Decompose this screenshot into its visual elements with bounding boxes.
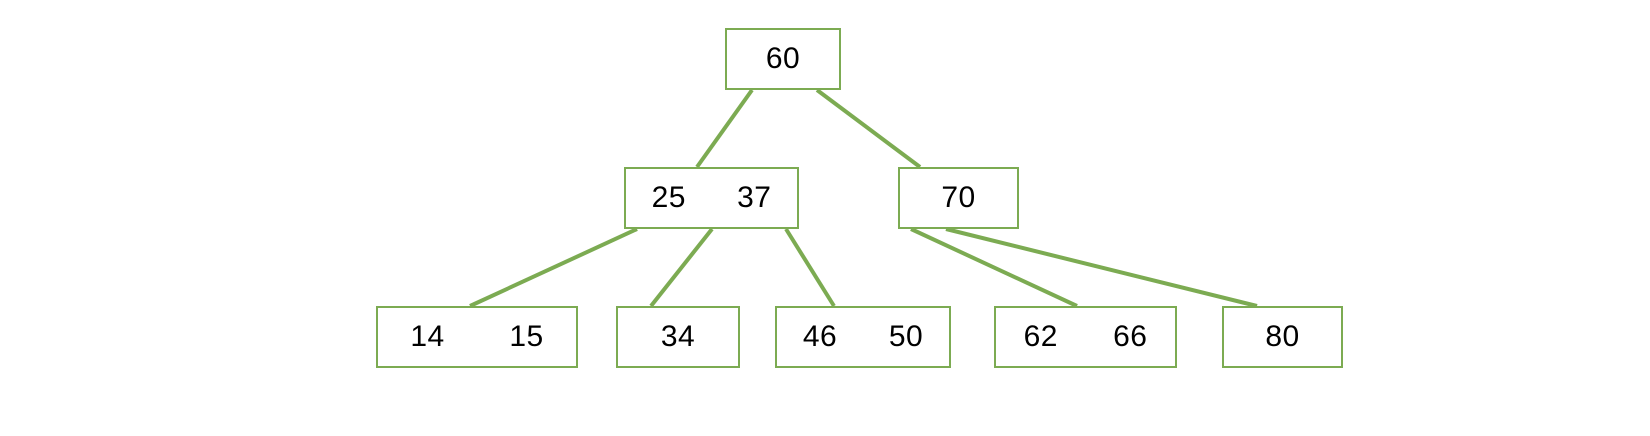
btree-node-keys: 70 (900, 169, 1017, 227)
btree-key: 46 (802, 320, 838, 353)
btree-node[interactable]: 70 (898, 167, 1019, 229)
btree-key: 70 (941, 181, 976, 214)
btree-node[interactable]: 46 50 (775, 306, 951, 368)
btree-key: 15 (509, 320, 544, 353)
btree-key: 66 (1113, 320, 1148, 353)
btree-edge (945, 227, 1258, 308)
btree-node[interactable]: 80 (1222, 306, 1343, 368)
btree-node-keys: 60 (727, 30, 839, 88)
btree-key: 25 (651, 181, 686, 214)
btree-node-keys: 25 37 (626, 169, 797, 227)
btree-key: 34 (660, 320, 696, 353)
btree-edge (784, 227, 836, 308)
btree-node-keys: 34 (618, 308, 738, 366)
btree-edge (649, 227, 714, 308)
btree-key: 80 (1265, 320, 1300, 353)
btree-node[interactable]: 60 (725, 28, 841, 90)
btree-node[interactable]: 14 15 (376, 306, 578, 368)
btree-key: 14 (410, 320, 445, 353)
btree-edge (910, 227, 1078, 308)
btree-node-keys: 46 50 (777, 308, 949, 366)
btree-key: 60 (765, 42, 801, 75)
btree-key: 37 (737, 181, 772, 214)
btree-node[interactable]: 62 66 (994, 306, 1177, 368)
btree-node-keys: 14 15 (378, 308, 576, 366)
btree-node[interactable]: 34 (616, 306, 740, 368)
btree-edge (695, 88, 754, 169)
btree-node[interactable]: 25 37 (624, 167, 799, 229)
btree-node-keys: 62 66 (996, 308, 1175, 366)
btree-key: 50 (888, 320, 924, 353)
btree-edge (469, 227, 638, 308)
btree-key: 62 (1023, 320, 1058, 353)
btree-edge (815, 88, 922, 169)
btree-node-keys: 80 (1224, 308, 1341, 366)
